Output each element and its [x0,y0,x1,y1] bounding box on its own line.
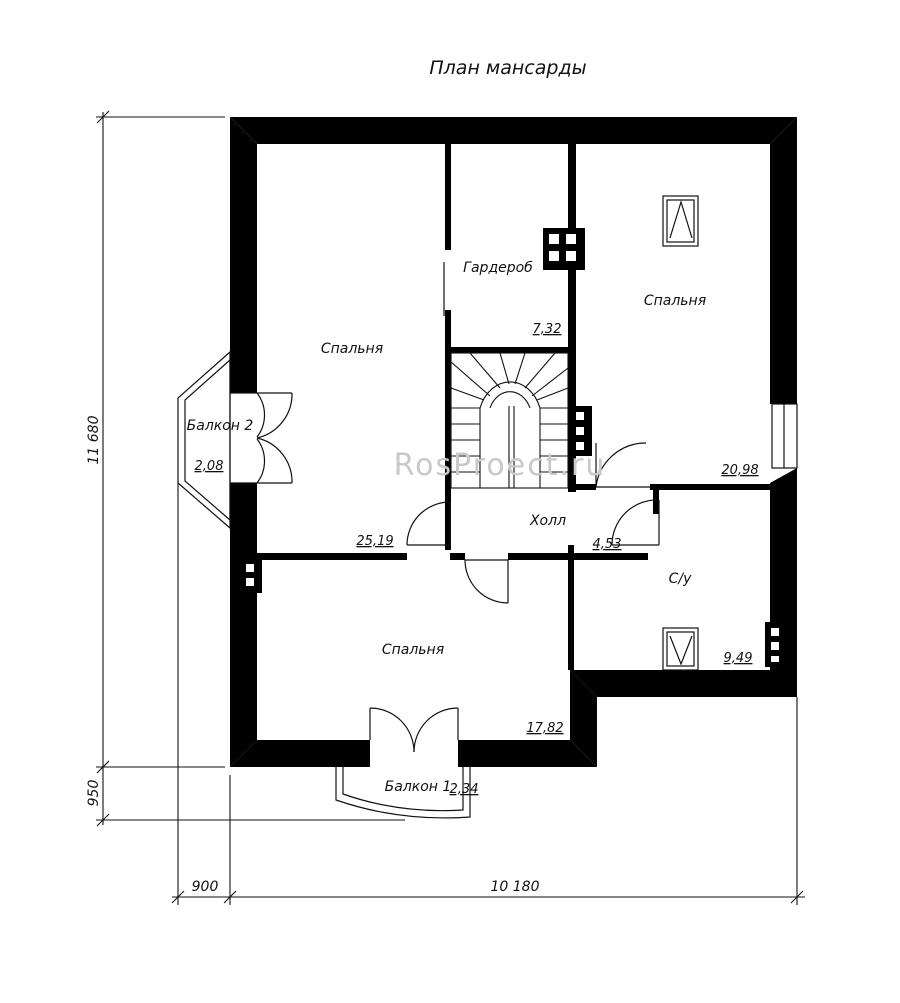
watermark: RosProect.ru [394,448,607,483]
balcony-1 [335,767,471,819]
plan-title: План мансарды [429,57,586,79]
room-name-wardrobe: Гардероб [463,260,533,276]
room-name-bedroom-left: Спальня [321,341,383,357]
room-area-hall: 4,53 [593,537,622,552]
room-area-bedroom-right: 20,98 [721,463,758,478]
dim-height-balcony: 950 [86,780,102,807]
room-name-hall: Холл [529,513,566,529]
dim-width-balcony: 900 [192,879,219,895]
vent-block-bathroom [765,622,787,667]
dim-width-main: 10 180 [491,879,540,895]
room-name-balcony-2: Балкон 2 [187,418,254,434]
dimension-lines [96,110,805,905]
staircase [450,352,569,489]
dim-height-main: 11 680 [86,415,102,464]
vent-block-wardrobe [543,228,585,270]
room-area-balcony-2: 2,08 [195,459,224,474]
room-area-bedroom-bottom: 17,82 [526,721,563,736]
skylight-bathroom [662,627,699,671]
vent-block-left [240,558,262,593]
vent-block-stair [570,406,592,456]
room-area-bedroom-left: 25,19 [356,534,393,549]
window-right [771,403,798,469]
room-name-bathroom: С/у [669,571,692,587]
room-name-bedroom-bottom: Спальня [382,642,444,658]
balcony-2 [177,350,231,530]
doors [230,392,660,753]
room-name-bedroom-right: Спальня [644,293,706,309]
room-area-balcony-1: 2,34 [450,782,479,797]
outer-walls [230,117,797,767]
room-area-bathroom: 9,49 [724,651,753,666]
room-name-balcony-1: Балкон 1 [385,779,452,795]
skylight-bedroom [662,195,699,247]
room-area-wardrobe: 7,32 [533,322,562,337]
